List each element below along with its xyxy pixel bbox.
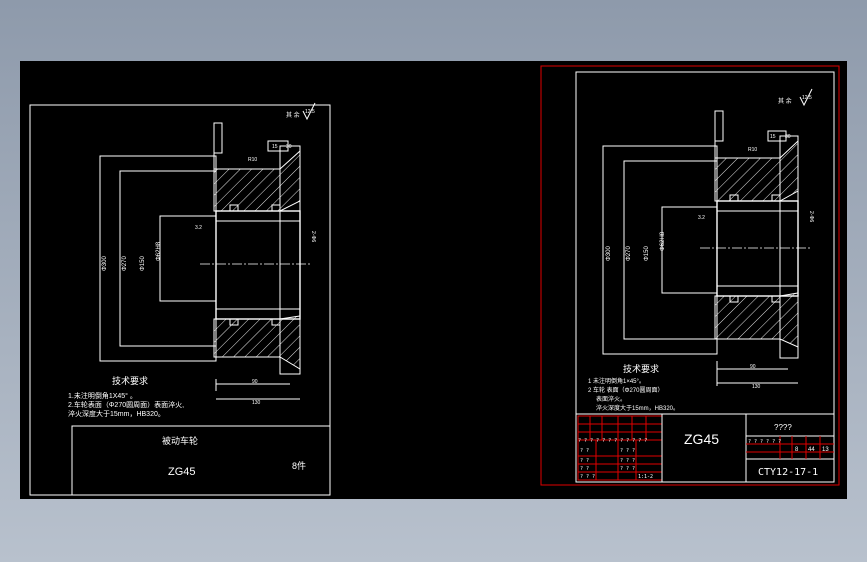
right-tb-qmarks: ? ? ? ? ? ? ? ? ? ? ? ?	[578, 438, 647, 444]
left-material: ZG45	[168, 466, 196, 478]
left-roughness-symbol: 12.5	[302, 102, 316, 121]
right-rough-32: 3.2	[698, 215, 705, 221]
right-dim-90: 90	[750, 364, 756, 370]
left-title-block	[71, 425, 331, 496]
left-rim	[279, 145, 301, 375]
left-wheel-section	[99, 122, 310, 375]
left-hatch-lower	[213, 315, 301, 370]
left-corner-label: 其 余	[286, 111, 300, 119]
right-dim-130: 130	[752, 384, 761, 390]
right-dim-2x4: 2-Φ6	[808, 211, 814, 222]
right-tb-q5: ? ? ?	[620, 458, 635, 464]
right-tb-q4: ? ? ?	[620, 448, 635, 454]
left-rough-32: 3.2	[195, 225, 202, 231]
right-title-block	[575, 413, 835, 483]
right-outline-150	[661, 206, 718, 294]
right-tb-drawing-no: CTY12-17-1	[758, 467, 818, 478]
left-dim-phi62: Φ62H8	[156, 241, 162, 261]
svg-text:12.5: 12.5	[305, 109, 315, 115]
right-dim-phi150: Φ150	[644, 246, 650, 261]
right-note-1: 1 未注明倒角1×45°。	[588, 377, 645, 385]
left-dim-130: 130	[252, 400, 261, 406]
left-dim-90: 90	[252, 379, 258, 385]
right-tb-scale-1: 8	[795, 447, 799, 453]
right-dim-phi270: Φ270	[626, 246, 632, 261]
right-tb-scale-2: 44	[808, 447, 815, 453]
right-note-3: 表面淬火。	[596, 395, 626, 403]
right-tb-q7: ? ? ?	[580, 474, 595, 480]
right-tb-q3: ? ?	[580, 466, 589, 472]
drawing-svg: 其 余 12.5	[29, 65, 840, 496]
left-note-3: 淬火深度大于15mm，HB320。	[68, 409, 165, 418]
right-rim	[779, 135, 799, 359]
left-dim-r10: R10	[248, 157, 257, 163]
right-tb-name: ????	[774, 423, 792, 432]
right-sheet-red-frame	[540, 65, 840, 486]
left-quantity: 8件	[292, 460, 306, 471]
right-bore	[716, 200, 799, 297]
cad-drawing-canvas[interactable]: 其 余 12.5	[20, 61, 847, 499]
right-tb-q2: ? ?	[580, 458, 589, 464]
left-notes-title: 技术要求	[112, 375, 148, 386]
right-dim-phi300: Φ300	[606, 246, 612, 261]
right-tb-material: ZG45	[684, 431, 719, 447]
left-dim-15: 15	[272, 144, 278, 150]
right-dim-15: 15	[770, 134, 776, 140]
left-note-2: 2.车轮表面（Φ270圆周面）表面淬火,	[68, 400, 184, 409]
left-part-name: 被动车轮	[162, 435, 198, 446]
left-dim-phi300: Φ300	[102, 256, 108, 271]
left-outline-270	[119, 170, 217, 347]
right-tb-q8: ? ? ? ? ? ?	[748, 439, 781, 445]
left-dim-30: 30	[286, 144, 292, 150]
right-wheel-section	[602, 110, 810, 359]
svg-text:12.5: 12.5	[802, 95, 812, 101]
right-note-2: 2 车轮 表面（Φ270圆周面）	[588, 386, 663, 394]
right-sheet: 其 余 12.5 Φ300 Φ270 Φ150 Φ62H8	[540, 65, 840, 486]
left-note-1: 1.未注明倒角1X45° 。	[68, 391, 137, 400]
right-dim-phi62: Φ62H8	[660, 231, 666, 251]
right-outline-270	[623, 160, 718, 340]
right-tb-date: 1:1-2	[638, 474, 653, 480]
left-outline-150	[159, 215, 217, 302]
right-notes-title: 技术要求	[623, 363, 659, 374]
right-corner-label: 其 余	[778, 97, 792, 105]
right-roughness-symbol: 12.5	[799, 88, 813, 107]
left-dim-2x4: 2-Φ6	[310, 231, 316, 242]
right-tb-scale-3: 13	[822, 447, 829, 453]
right-dim-r10: R10	[748, 147, 757, 153]
left-dim-phi270: Φ270	[122, 256, 128, 271]
left-bore	[215, 210, 301, 320]
right-tb-q1: ? ?	[580, 448, 589, 454]
right-sheet-border	[575, 71, 835, 483]
right-dim-30: 30	[785, 134, 791, 140]
right-tb-q6: ? ? ?	[620, 466, 635, 472]
right-hatch-lower	[714, 292, 799, 348]
left-dim-phi150: Φ150	[140, 256, 146, 271]
right-note-4: 淬火深度大于15mm，HB320。	[596, 404, 679, 412]
left-sheet: 其 余 12.5	[29, 102, 331, 496]
